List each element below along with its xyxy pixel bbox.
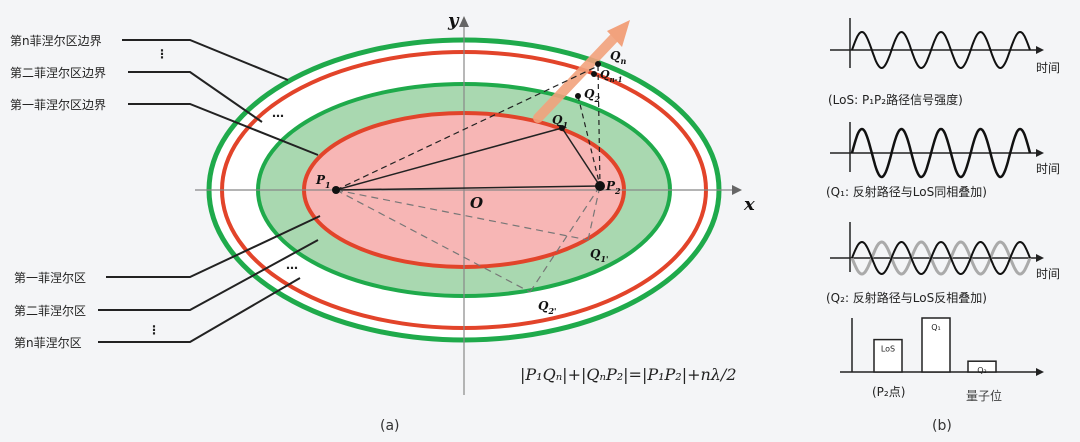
label-p1: P1 xyxy=(315,173,331,190)
bar-label-2: Q₂ xyxy=(977,366,987,375)
label-boundary-1: 第一菲涅尔区边界 xyxy=(10,97,106,112)
ray-q1-p2 xyxy=(561,127,601,187)
bar-label-1: Q₁ xyxy=(931,323,941,332)
label-zone-n: 第n菲涅尔区 xyxy=(14,335,82,350)
y-axis-label: y xyxy=(447,10,460,31)
x-axis-arrow xyxy=(732,185,742,195)
y-axis-arrow xyxy=(459,16,469,27)
point-q2 xyxy=(575,93,581,99)
label-q1: Q1 xyxy=(552,113,568,130)
wave-caption-1: (LoS: P₁P₂路径信号强度) xyxy=(828,92,963,107)
ray-q2p-p2 xyxy=(529,185,601,293)
label-qn1: Qn-1 xyxy=(600,68,622,84)
point-qn xyxy=(595,61,601,67)
direction-arrow-shaft xyxy=(533,33,619,123)
ray-qn-p2 xyxy=(597,65,601,187)
label-qn: Qn xyxy=(610,49,626,66)
watermark-text: 量子位 xyxy=(966,388,1002,403)
leader-zone-1 xyxy=(106,215,321,278)
hdots-bottom: ⋯ xyxy=(286,261,298,275)
bar-caption: (P₂点) xyxy=(872,385,905,399)
caption-b: (b) xyxy=(932,418,952,434)
ray-p1-q1 xyxy=(335,127,563,191)
bar-1 xyxy=(921,317,951,373)
dots-bottom: ⋮ xyxy=(148,323,160,337)
point-qn1 xyxy=(591,71,597,77)
wave-caption-2: (Q₁: 反射路径与LoS同相叠加) xyxy=(826,184,987,199)
label-boundary-2: 第二菲涅尔区边界 xyxy=(10,65,106,80)
label-q2: Q2 xyxy=(584,87,600,104)
leader-boundary-n xyxy=(122,39,289,81)
ray-q2-p2 xyxy=(577,95,601,187)
ray-p1-qn xyxy=(335,65,599,191)
wave-panel-1: 时间 (LoS: P₁P₂路径信号强度) xyxy=(828,18,1060,107)
ray-p1-p2 xyxy=(335,185,601,191)
wave-panel-3: 时间 (Q₂: 反射路径与LoS反相叠加) xyxy=(826,222,1060,305)
label-p2: P2 xyxy=(605,179,621,196)
label-boundary-n: 第n菲涅尔区边界 xyxy=(10,33,102,48)
ray-p1-q1p xyxy=(335,189,589,241)
wave-caption-3: (Q₂: 反射路径与LoS反相叠加) xyxy=(826,290,987,305)
leader-boundary-2 xyxy=(128,71,263,123)
label-zone-1: 第一菲涅尔区 xyxy=(14,270,86,285)
wave-q1-inphase xyxy=(850,127,1032,179)
fresnel-formula: |P₁Qₙ|+|QₙP₂|=|P₁P₂|+nλ/2 xyxy=(520,365,737,384)
bar-panel: LoS Q₁ Q₂ (P₂点) xyxy=(840,317,1044,399)
label-zone-2: 第二菲涅尔区 xyxy=(14,303,86,318)
wave-q2-antiphase-gray xyxy=(850,240,1032,276)
direction-arrow-head xyxy=(607,20,630,47)
origin-label: O xyxy=(470,194,483,212)
label-q1p: Q1' xyxy=(590,247,608,264)
hdots-top: ⋯ xyxy=(272,109,284,123)
ray-q1p-p2 xyxy=(587,185,601,241)
bar-0 xyxy=(873,338,903,373)
point-q1 xyxy=(559,125,565,131)
point-p1 xyxy=(332,186,340,194)
label-q2p: Q2' xyxy=(538,299,556,316)
time-label-2: 时间 xyxy=(1036,162,1060,176)
wave-panel-2: 时间 (Q₁: 反射路径与LoS同相叠加) xyxy=(826,122,1060,199)
wave-los xyxy=(851,30,1031,70)
dots-top: ⋮ xyxy=(156,47,168,61)
bar-2 xyxy=(967,360,997,373)
x-axis-label: x xyxy=(743,194,755,215)
wave-q2-antiphase xyxy=(851,240,1031,276)
leader-zone-n xyxy=(98,277,301,343)
ray-p1-q2p xyxy=(335,189,531,293)
leader-boundary-1 xyxy=(128,103,319,156)
caption-a: (a) xyxy=(380,418,400,434)
point-p2 xyxy=(595,181,605,191)
time-label-3: 时间 xyxy=(1036,267,1060,281)
time-label-1: 时间 xyxy=(1036,61,1060,75)
bar-label-0: LoS xyxy=(881,345,895,354)
leader-zone-2 xyxy=(98,239,319,311)
